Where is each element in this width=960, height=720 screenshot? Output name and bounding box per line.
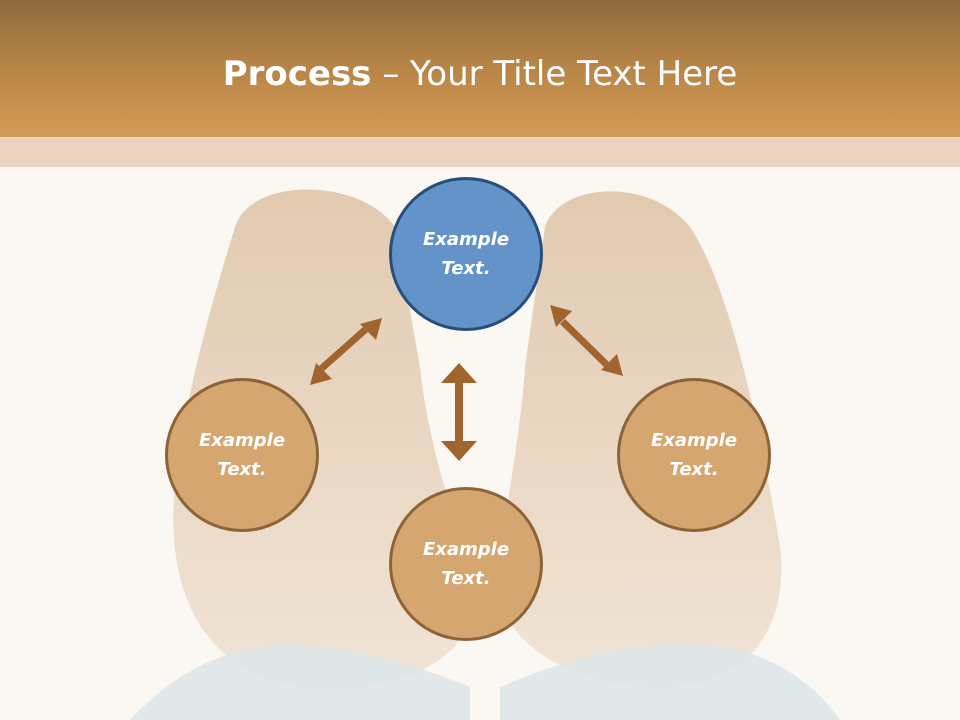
title-bar [0, 0, 960, 137]
title-underline-band [0, 137, 960, 167]
process-node-bottom[interactable]: Example Text. [389, 487, 543, 641]
node-text-line1: Example [198, 430, 286, 451]
node-text-line2: Text. [217, 459, 267, 480]
node-text-line1: Example [422, 229, 510, 250]
process-node-right[interactable]: Example Text. [617, 378, 771, 532]
node-text-line2: Text. [441, 568, 491, 589]
arrow-top-left [310, 318, 382, 385]
node-text-line2: Text. [441, 258, 491, 279]
process-node-left[interactable]: Example Text. [165, 378, 319, 532]
process-node-top[interactable]: Example Text. [389, 177, 543, 331]
arrow-top-right [550, 305, 623, 376]
slide-title[interactable]: Process – Your Title Text Here [0, 52, 960, 96]
node-text-line1: Example [422, 539, 510, 560]
title-rest: – Your Title Text Here [371, 54, 738, 94]
node-text-line2: Text. [669, 459, 719, 480]
title-bold: Process [222, 54, 372, 94]
arrow-vertical [441, 363, 477, 461]
node-text-line1: Example [650, 430, 738, 451]
